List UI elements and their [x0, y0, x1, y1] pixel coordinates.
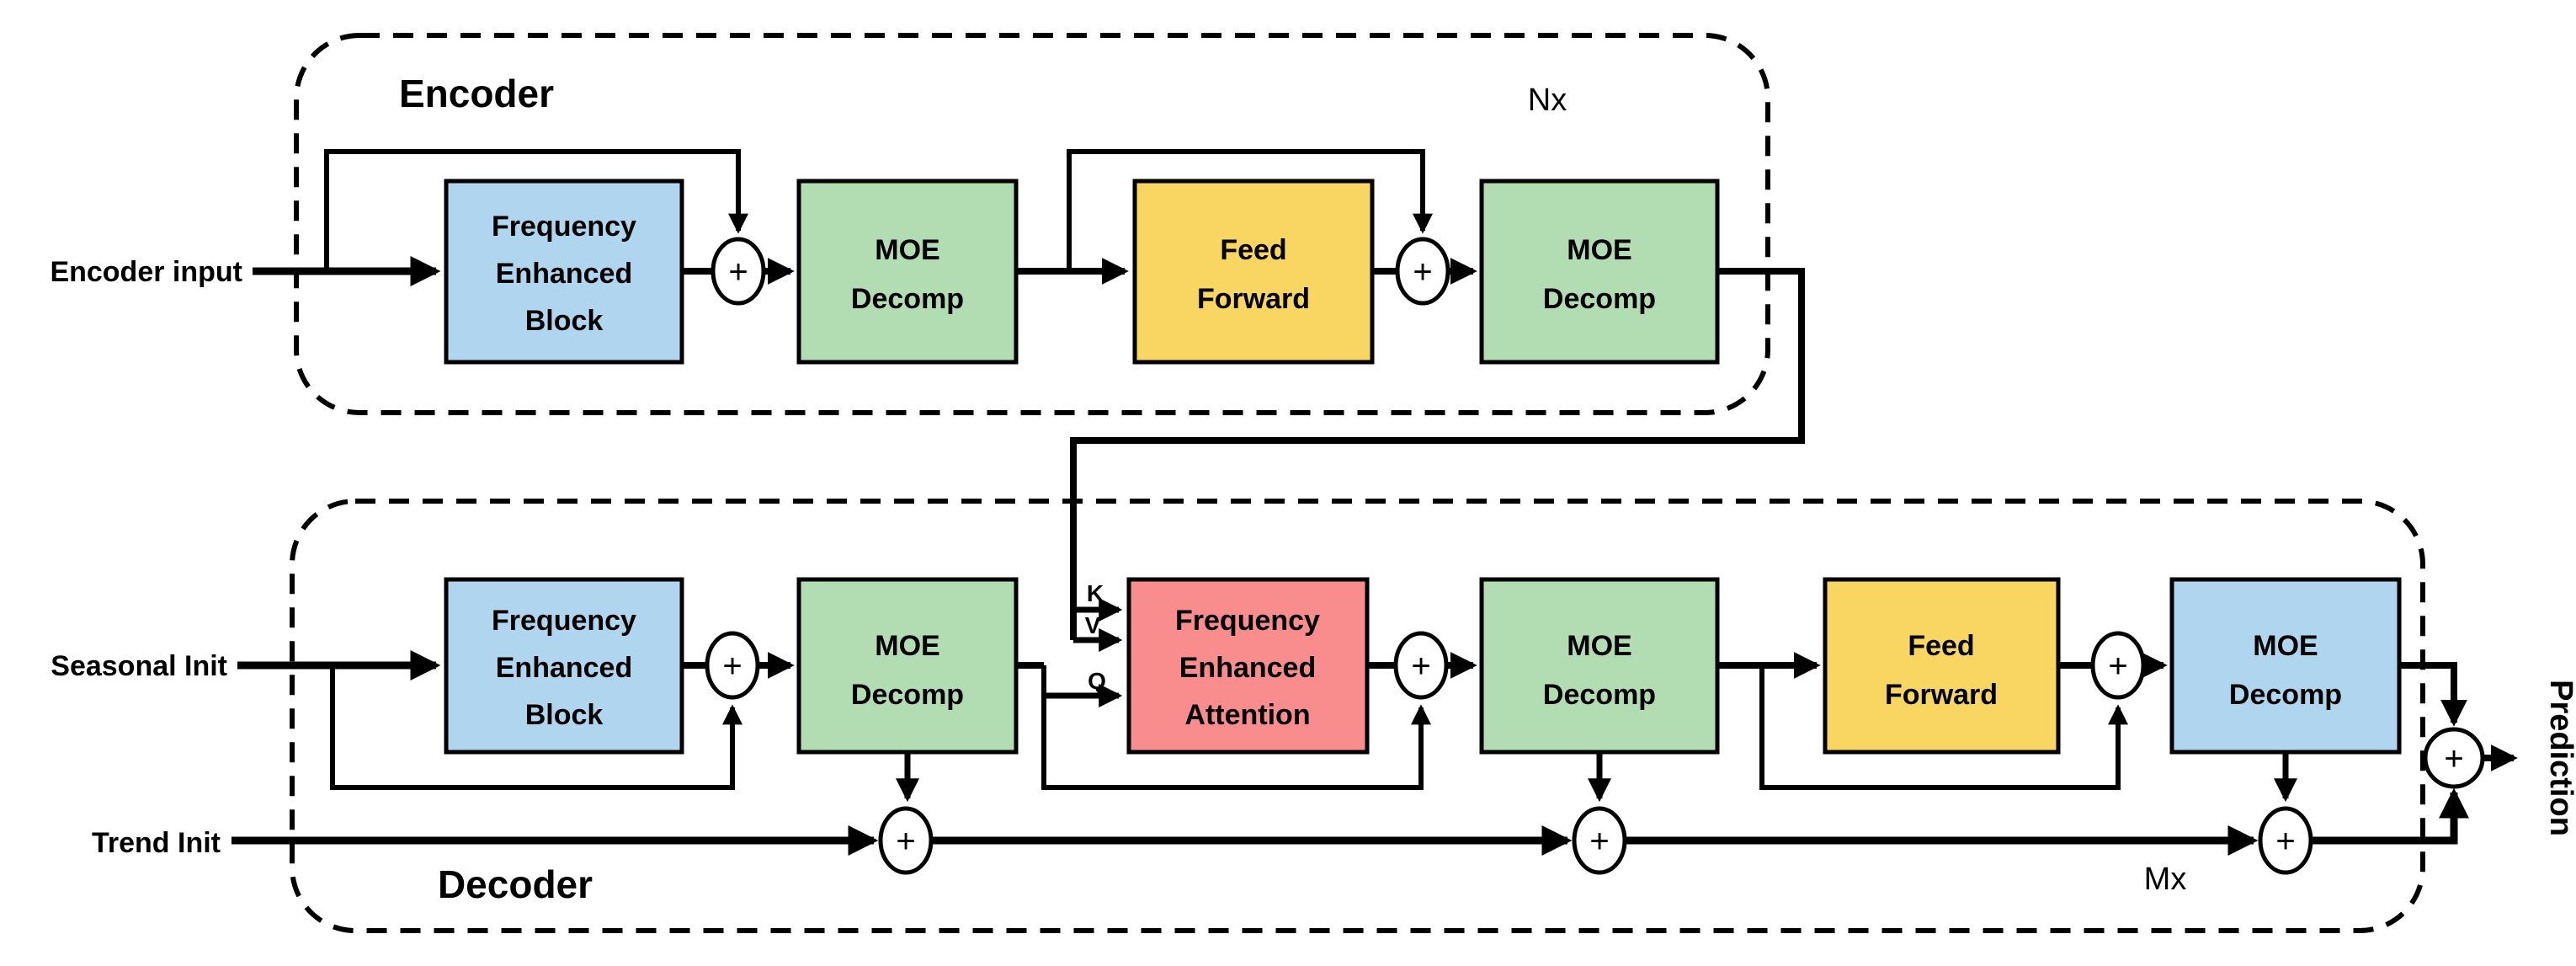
decoder-repeat-label: Mx	[2144, 862, 2187, 897]
decoder-sum3-plus: +	[2108, 648, 2127, 685]
encoder-moe-decomp-2: MOE Decomp	[1479, 179, 1720, 365]
encoder-feed-forward: Feed Forward	[1132, 179, 1375, 365]
decoder-container: Decoder Mx	[290, 499, 2425, 933]
encoder-moe1-line2: Decomp	[851, 283, 964, 315]
encoder-sum2-circle	[1395, 237, 1450, 306]
encoder-sum2-plus: +	[1413, 254, 1432, 291]
encoder-label: Encoder	[399, 72, 554, 115]
prediction-label: Prediction	[2543, 680, 2576, 836]
decoder-dashed-border	[290, 499, 2425, 933]
decoder-feb-rect	[444, 577, 684, 755]
encoder-skip-connection-2	[1067, 149, 1433, 271]
decoder-feb-line2: Enhanced	[496, 652, 632, 684]
trend-sum-1: +	[878, 806, 934, 875]
encoder-moe2-line1: MOE	[1567, 234, 1631, 266]
decoder-sum3-circle	[2090, 631, 2146, 700]
encoder-container: Encoder Nx	[294, 33, 1770, 415]
decoder-frequency-enhanced-attention: Frequency Enhanced Attention	[1126, 577, 1370, 755]
encoder-feb-rect	[444, 179, 684, 365]
encoder-skip-connection-1	[324, 149, 748, 271]
encoder-feb-line2: Enhanced	[496, 258, 632, 290]
decoder-sum-3: +	[2090, 631, 2146, 700]
encoder-output-to-decoder-connector	[1070, 268, 1805, 640]
decoder-flow-lines	[237, 598, 2467, 803]
decoder-feb-line3: Block	[525, 699, 604, 731]
trend-sum3-plus: +	[2275, 823, 2295, 860]
decoder-ff-line2: Forward	[1885, 679, 1998, 711]
encoder-flow-lines	[253, 149, 1805, 640]
trend-sum1-circle	[878, 806, 934, 875]
trend-sum-2: +	[1572, 806, 1627, 875]
attention-port-q-label: Q	[1088, 668, 1106, 694]
encoder-moe1-rect	[796, 179, 1019, 365]
encoder-input-label: Encoder input	[50, 256, 242, 288]
decoder-attention-line2: Enhanced	[1179, 652, 1316, 684]
decoder-moe3-line2: Decomp	[2229, 679, 2342, 711]
attention-port-labels: K V Q	[1085, 580, 1106, 694]
decoder-moe2-line2: Decomp	[1543, 679, 1656, 711]
trend-sum2-circle	[1572, 806, 1627, 875]
encoder-sum1-plus: +	[728, 254, 748, 291]
decoder-skip-connection-1	[330, 665, 742, 790]
decoder-moe3-rect	[2169, 577, 2402, 755]
encoder-feb-line3: Block	[525, 305, 604, 337]
trend-flow-lines	[232, 787, 2469, 856]
prediction-sum: +	[2423, 727, 2485, 789]
encoder-ff-rect	[1132, 179, 1375, 365]
decoder-moe1-line1: MOE	[875, 630, 939, 662]
seasonal-init-label: Seasonal Init	[51, 650, 227, 682]
prediction-sum-plus: +	[2444, 740, 2463, 777]
decoder-sum-1: +	[705, 631, 760, 700]
decoder-feed-forward: Feed Forward	[1823, 577, 2061, 755]
encoder-repeat-label: Nx	[1528, 83, 1567, 118]
encoder-moe2-line2: Decomp	[1543, 283, 1656, 315]
decoder-sum-2: +	[1393, 631, 1449, 700]
decoder-moe1-line2: Decomp	[851, 679, 964, 711]
decoder-moe-decomp-3: MOE Decomp	[2169, 577, 2402, 755]
decoder-sum2-plus: +	[1411, 648, 1430, 685]
trend-init-label: Trend Init	[92, 827, 221, 859]
decoder-attention-line1: Frequency	[1175, 605, 1320, 637]
decoder-moe2-line1: MOE	[1567, 630, 1631, 662]
decoder-sum1-plus: +	[722, 648, 742, 685]
decoder-label: Decoder	[438, 862, 593, 906]
decoder-feb-line1: Frequency	[492, 605, 636, 637]
decoder-moe3-line1: MOE	[2253, 630, 2318, 662]
trend-sum3-circle	[2258, 806, 2313, 875]
decoder-moe-decomp-2: MOE Decomp	[1479, 577, 1720, 755]
encoder-moe-decomp-1: MOE Decomp	[796, 179, 1019, 365]
encoder-dashed-border	[294, 33, 1770, 415]
encoder-frequency-enhanced-block: Frequency Enhanced Block	[444, 179, 684, 365]
decoder-ff-line1: Feed	[1908, 630, 1974, 662]
encoder-feb-line1: Frequency	[492, 211, 636, 243]
decoder-seasonal-output-arrow	[2399, 662, 2467, 727]
encoder-ff-line1: Feed	[1220, 234, 1286, 266]
decoder-ff-rect	[1823, 577, 2061, 755]
encoder-sum1-circle	[711, 237, 766, 306]
encoder-sum-1: +	[711, 237, 766, 306]
trend-to-prediction-arrow	[2311, 787, 2469, 845]
decoder-frequency-enhanced-block: Frequency Enhanced Block	[444, 577, 684, 755]
decoder-moe2-rect	[1479, 577, 1720, 755]
decoder-attention-rect	[1126, 577, 1370, 755]
encoder-sum-2: +	[1395, 237, 1450, 306]
decoder-moe1-rect	[796, 577, 1019, 755]
trend-sum-3: +	[2258, 806, 2313, 875]
decoder-moe-decomp-1: MOE Decomp	[796, 577, 1019, 755]
encoder-moe1-line1: MOE	[875, 234, 939, 266]
decoder-sum1-circle	[705, 631, 760, 700]
encoder-ff-line2: Forward	[1197, 283, 1310, 315]
decoder-skip-connection-2	[1041, 665, 1431, 790]
decoder-attention-line3: Attention	[1184, 699, 1310, 731]
encoder-moe2-rect	[1479, 179, 1720, 365]
decoder-sum2-circle	[1393, 631, 1449, 700]
attention-port-v-label: V	[1085, 612, 1101, 638]
trend-sum2-plus: +	[1589, 823, 1609, 860]
trend-sum1-plus: +	[896, 823, 915, 860]
decoder-skip-connection-3	[1759, 665, 2128, 790]
attention-port-k-label: K	[1087, 580, 1104, 606]
